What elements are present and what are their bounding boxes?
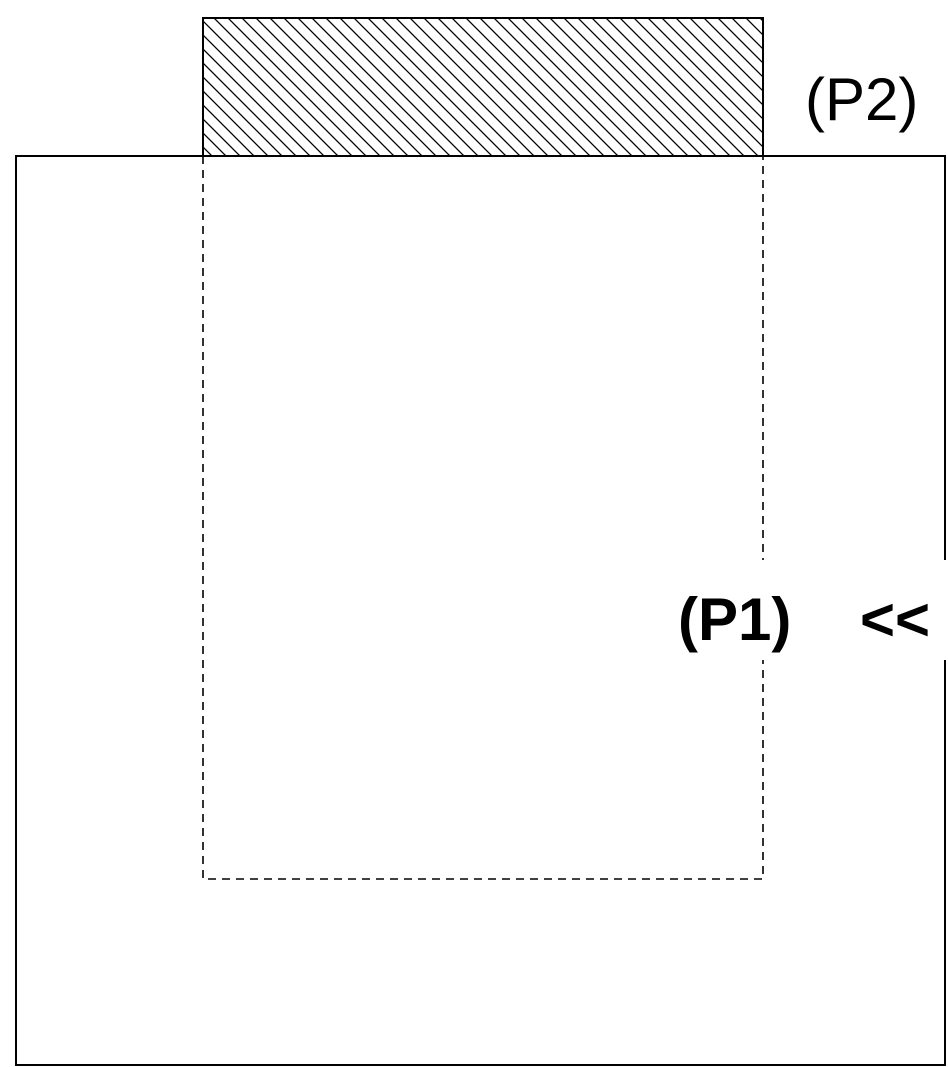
- dashed-inner-rectangle: [202, 156, 764, 880]
- arrow-label: <<: [860, 586, 930, 653]
- label-p1-background: [670, 560, 948, 660]
- label-p1: (P1): [678, 586, 791, 653]
- hatched-strip: [202, 17, 764, 157]
- label-p2: (P2): [805, 66, 918, 133]
